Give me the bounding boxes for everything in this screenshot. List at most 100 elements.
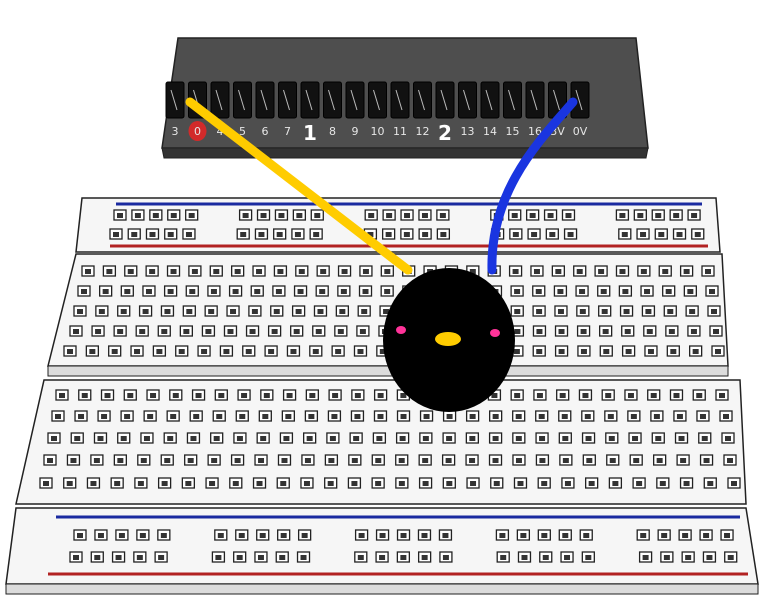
penguin-sensor[interactable] — [383, 268, 515, 412]
breadboard-hole[interactable] — [594, 265, 608, 277]
breadboard-hole[interactable] — [81, 265, 95, 277]
breadboard-hole[interactable] — [258, 410, 272, 422]
breadboard-hole[interactable] — [145, 265, 159, 277]
breadboard-hole[interactable] — [209, 265, 223, 277]
breadboard-hole[interactable] — [124, 265, 138, 277]
breadboard-hole[interactable] — [418, 454, 432, 466]
breadboard-hole[interactable] — [636, 228, 650, 240]
breadboard-hole[interactable] — [599, 345, 613, 357]
breadboard-hole[interactable] — [115, 529, 129, 541]
header-pin[interactable] — [233, 81, 252, 119]
breadboard-hole[interactable] — [373, 410, 388, 422]
breadboard-hole[interactable] — [509, 228, 523, 240]
breadboard-hole[interactable] — [274, 209, 289, 221]
breadboard-hole[interactable] — [641, 305, 656, 317]
breadboard-hole[interactable] — [551, 265, 565, 277]
breadboard-hole[interactable] — [606, 454, 620, 466]
breadboard-hole[interactable] — [647, 389, 661, 401]
breadboard-hole[interactable] — [348, 454, 362, 466]
breadboard-hole[interactable] — [533, 389, 547, 401]
breadboard-hole[interactable] — [681, 551, 695, 563]
breadboard-hole[interactable] — [39, 477, 53, 489]
breadboard-hole[interactable] — [303, 432, 317, 444]
breadboard-hole[interactable] — [381, 228, 396, 240]
breadboard-hole[interactable] — [512, 454, 526, 466]
breadboard-hole[interactable] — [167, 209, 181, 221]
breadboard-hole[interactable] — [666, 345, 680, 357]
breadboard-hole[interactable] — [223, 325, 238, 337]
breadboard-hole[interactable] — [685, 305, 699, 317]
breadboard-hole[interactable] — [372, 432, 387, 444]
breadboard-hole[interactable] — [164, 228, 178, 240]
breadboard-hole[interactable] — [395, 477, 409, 489]
breadboard-hole[interactable] — [230, 454, 245, 466]
breadboard-hole[interactable] — [535, 410, 549, 422]
breadboard-hole[interactable] — [350, 410, 365, 422]
breadboard-hole[interactable] — [134, 477, 148, 489]
breadboard-hole[interactable] — [489, 410, 503, 422]
breadboard-hole[interactable] — [701, 265, 715, 277]
breadboard-hole[interactable] — [581, 432, 596, 444]
breadboard-hole[interactable] — [720, 529, 734, 541]
breadboard-hole[interactable] — [204, 305, 218, 317]
breadboard-hole[interactable] — [699, 529, 713, 541]
breadboard-hole[interactable] — [296, 551, 311, 563]
breadboard-hole[interactable] — [711, 345, 725, 357]
breadboard-hole[interactable] — [351, 389, 365, 401]
breadboard-hole[interactable] — [186, 432, 201, 444]
breadboard-hole[interactable] — [309, 345, 323, 357]
breadboard-hole[interactable] — [349, 432, 363, 444]
breadboard-hole[interactable] — [653, 454, 667, 466]
breadboard-hole[interactable] — [78, 389, 92, 401]
breadboard-hole[interactable] — [315, 285, 329, 297]
breadboard-hole[interactable] — [679, 265, 694, 277]
breadboard-hole[interactable] — [95, 305, 109, 317]
breadboard-hole[interactable] — [510, 285, 524, 297]
breadboard-hole[interactable] — [665, 325, 679, 337]
breadboard-hole[interactable] — [305, 389, 319, 401]
blue-wire[interactable] — [487, 97, 578, 275]
breadboard-hole[interactable] — [312, 325, 326, 337]
breadboard-hole[interactable] — [149, 209, 163, 221]
breadboard-hole[interactable] — [527, 228, 541, 240]
breadboard-hole[interactable] — [724, 551, 738, 563]
breadboard-hole[interactable] — [662, 285, 676, 297]
breadboard-hole[interactable] — [651, 209, 665, 221]
breadboard-hole[interactable] — [525, 209, 540, 221]
breadboard-hole[interactable] — [490, 477, 504, 489]
breadboard-hole[interactable] — [627, 410, 641, 422]
breadboard-hole[interactable] — [723, 454, 737, 466]
breadboard-hole[interactable] — [237, 389, 251, 401]
breadboard-hole[interactable] — [51, 410, 65, 422]
breadboard-hole[interactable] — [207, 454, 221, 466]
breadboard-hole[interactable] — [90, 551, 104, 563]
breadboard-hole[interactable] — [581, 551, 595, 563]
breadboard-hole[interactable] — [231, 265, 245, 277]
breadboard-hole[interactable] — [157, 477, 172, 489]
breadboard-hole[interactable] — [554, 325, 569, 337]
breadboard-hole[interactable] — [138, 305, 153, 317]
breadboard-hole[interactable] — [601, 389, 615, 401]
breadboard-hole[interactable] — [683, 285, 697, 297]
breadboard-hole[interactable] — [669, 389, 684, 401]
breadboard-hole[interactable] — [277, 529, 291, 541]
breadboard-hole[interactable] — [273, 228, 287, 240]
breadboard-hole[interactable] — [608, 477, 623, 489]
breadboard-hole[interactable] — [256, 209, 271, 221]
breadboard-hole[interactable] — [400, 209, 414, 221]
breadboard-hole[interactable] — [120, 410, 134, 422]
breadboard-hole[interactable] — [654, 228, 668, 240]
breadboard-hole[interactable] — [442, 477, 456, 489]
breadboard-hole[interactable] — [358, 285, 373, 297]
breadboard-hole[interactable] — [395, 454, 409, 466]
breadboard-hole[interactable] — [74, 410, 88, 422]
breadboard-hole[interactable] — [637, 265, 651, 277]
breadboard-hole[interactable] — [185, 285, 199, 297]
breadboard-hole[interactable] — [207, 285, 221, 297]
breadboard-hole[interactable] — [644, 345, 658, 357]
breadboard-hole[interactable] — [277, 454, 292, 466]
breadboard-hole[interactable] — [577, 345, 591, 357]
breadboard-hole[interactable] — [543, 209, 558, 221]
breadboard-hole[interactable] — [181, 477, 195, 489]
header-pin[interactable] — [300, 81, 320, 119]
